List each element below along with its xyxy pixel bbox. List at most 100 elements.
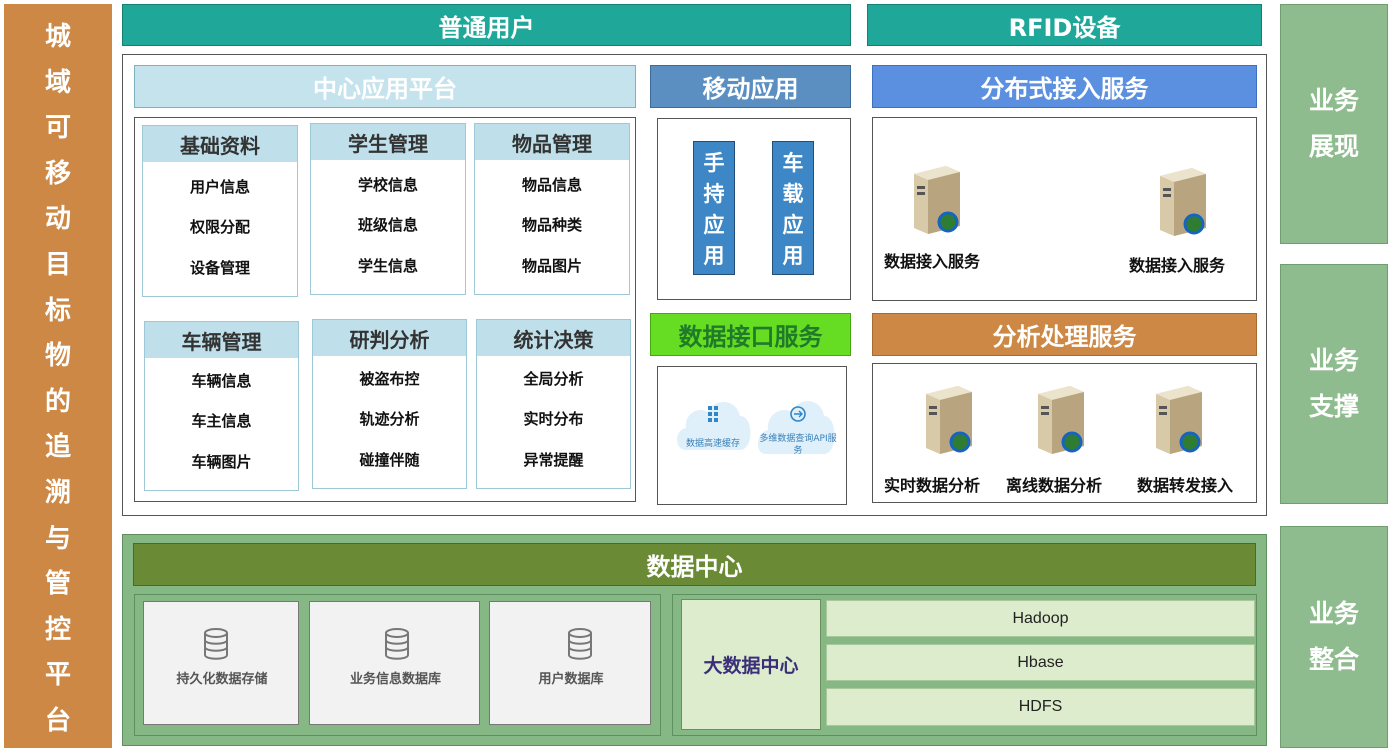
- title-char: 动: [44, 204, 71, 235]
- mobile-apps-panel: [657, 118, 851, 300]
- business-database: 业务信息数据库: [309, 601, 480, 725]
- hadoop-row: Hadoop: [826, 600, 1255, 637]
- vehicle-app: 车 载 应 用: [772, 141, 814, 275]
- module-basic-data: 基础资料 用户信息 权限分配 设备管理: [142, 125, 298, 297]
- platform-title-vertical: 城 域 可 移 动 目 标 物 的 追 溯 与 管 控 平 台: [4, 4, 112, 748]
- title-char: 追: [44, 432, 71, 463]
- hbase-label: Hbase: [1017, 653, 1064, 671]
- app-char: 应: [703, 212, 725, 237]
- title-char: 台: [44, 705, 71, 736]
- module-item: 班级信息: [357, 216, 418, 235]
- database-icon: [385, 628, 409, 660]
- title-char: 平: [44, 660, 71, 691]
- title-char: 标: [44, 295, 71, 326]
- module-item: 权限分配: [189, 218, 250, 237]
- bigdata-center: 大数据中心: [681, 599, 821, 730]
- module-title: 学生管理: [311, 124, 465, 160]
- hdfs-label: HDFS: [1018, 698, 1063, 715]
- side-label-line: 支撑: [1308, 392, 1359, 421]
- database-icon: [568, 628, 592, 660]
- title-char: 溯: [44, 477, 71, 508]
- side-label-line: 业务: [1308, 346, 1359, 375]
- app-char: 应: [782, 212, 804, 237]
- title-char: 可: [44, 113, 71, 144]
- app-char: 车: [782, 150, 804, 175]
- module-item: 学生信息: [357, 257, 418, 276]
- store-label: 持久化数据存储: [176, 672, 268, 687]
- app-char: 载: [782, 181, 804, 206]
- mobile-apps-header: 移动应用: [650, 65, 851, 108]
- side-label-integration: 业务 整合: [1280, 526, 1388, 748]
- cache-cloud-icon: [672, 384, 754, 462]
- hbase-row: Hbase: [826, 644, 1255, 681]
- distributed-access-title: 分布式接入服务: [980, 75, 1149, 103]
- data-interface-header: 数据接口服务: [650, 313, 851, 356]
- module-item: 物品种类: [521, 216, 582, 235]
- analysis-service-title: 分析处理服务: [992, 323, 1137, 351]
- center-platform-header: 中心应用平台: [134, 65, 636, 108]
- data-interface-title: 数据接口服务: [678, 323, 823, 351]
- module-item: 全局分析: [523, 369, 584, 388]
- persistent-storage: 持久化数据存储: [143, 601, 299, 725]
- app-char: 持: [703, 181, 725, 206]
- module-title: 车辆管理: [145, 322, 298, 358]
- server-label: 数据转发接入: [1137, 476, 1234, 495]
- side-label-line: 业务: [1308, 86, 1359, 115]
- cache-cloud-label: 数据高速缓存: [685, 438, 740, 449]
- database-icon: [204, 628, 228, 660]
- app-char: 手: [703, 150, 725, 175]
- bigdata-center-title: 大数据中心: [703, 655, 799, 677]
- module-item: 学校信息: [357, 175, 418, 194]
- module-judgment-analysis: 研判分析 被盗布控 轨迹分析 碰撞伴随: [312, 319, 467, 489]
- api-cloud-label: 多维数据查询API服务: [759, 434, 837, 456]
- module-item: 实时分布: [523, 410, 584, 429]
- server-label: 数据接入服务: [884, 252, 981, 271]
- store-label: 用户数据库: [538, 672, 604, 687]
- data-center-header: 数据中心: [133, 543, 1256, 586]
- module-item: 被盗布控: [359, 369, 420, 388]
- module-title: 基础资料: [143, 126, 297, 162]
- server-icon: [908, 164, 964, 236]
- side-label-line: 业务: [1308, 599, 1359, 628]
- rfid-bar: RFID设备: [867, 4, 1262, 46]
- module-item: 碰撞伴随: [359, 451, 420, 470]
- title-char: 的: [44, 386, 71, 417]
- user-database: 用户数据库: [489, 601, 651, 725]
- users-bar-label: 普通用户: [438, 13, 535, 42]
- module-item: 车辆信息: [191, 371, 252, 390]
- title-char: 城: [44, 22, 71, 52]
- title-char: 移: [44, 158, 71, 189]
- api-cloud-icon: [756, 384, 838, 462]
- server-icon: [1154, 166, 1210, 238]
- mobile-apps-title: 移动应用: [702, 75, 799, 103]
- title-char: 域: [44, 67, 71, 98]
- handheld-app: 手 持 应 用: [693, 141, 735, 275]
- module-item: 设备管理: [189, 259, 250, 278]
- side-label-support: 业务 支撑: [1280, 264, 1388, 504]
- module-item: 用户信息: [189, 177, 250, 196]
- module-item: 物品信息: [521, 175, 582, 194]
- module-vehicle-management: 车辆管理 车辆信息 车主信息 车辆图片: [144, 321, 299, 491]
- module-title: 研判分析: [313, 320, 466, 356]
- module-item: 车主信息: [191, 412, 252, 431]
- title-char: 物: [44, 341, 71, 372]
- server-icon: [920, 384, 976, 456]
- hdfs-row: HDFS: [826, 688, 1255, 726]
- title-char: 控: [44, 614, 71, 645]
- side-label-line: 整合: [1308, 645, 1359, 674]
- server-label: 数据接入服务: [1129, 256, 1226, 275]
- distributed-access-header: 分布式接入服务: [872, 65, 1257, 108]
- side-label-presentation: 业务 展现: [1280, 4, 1388, 244]
- hadoop-label: Hadoop: [1012, 609, 1069, 627]
- module-item: 异常提醒: [523, 451, 584, 470]
- app-char: 用: [703, 243, 725, 268]
- rfid-bar-label: RFID设备: [1008, 13, 1121, 42]
- server-icon: [1150, 384, 1206, 456]
- module-title: 统计决策: [477, 320, 630, 356]
- module-goods-management: 物品管理 物品信息 物品种类 物品图片: [474, 123, 630, 295]
- title-char: 目: [44, 249, 71, 280]
- module-statistics-decision: 统计决策 全局分析 实时分布 异常提醒: [476, 319, 631, 489]
- module-title: 物品管理: [475, 124, 629, 160]
- module-student-management: 学生管理 学校信息 班级信息 学生信息: [310, 123, 466, 295]
- data-center-title: 数据中心: [646, 553, 743, 581]
